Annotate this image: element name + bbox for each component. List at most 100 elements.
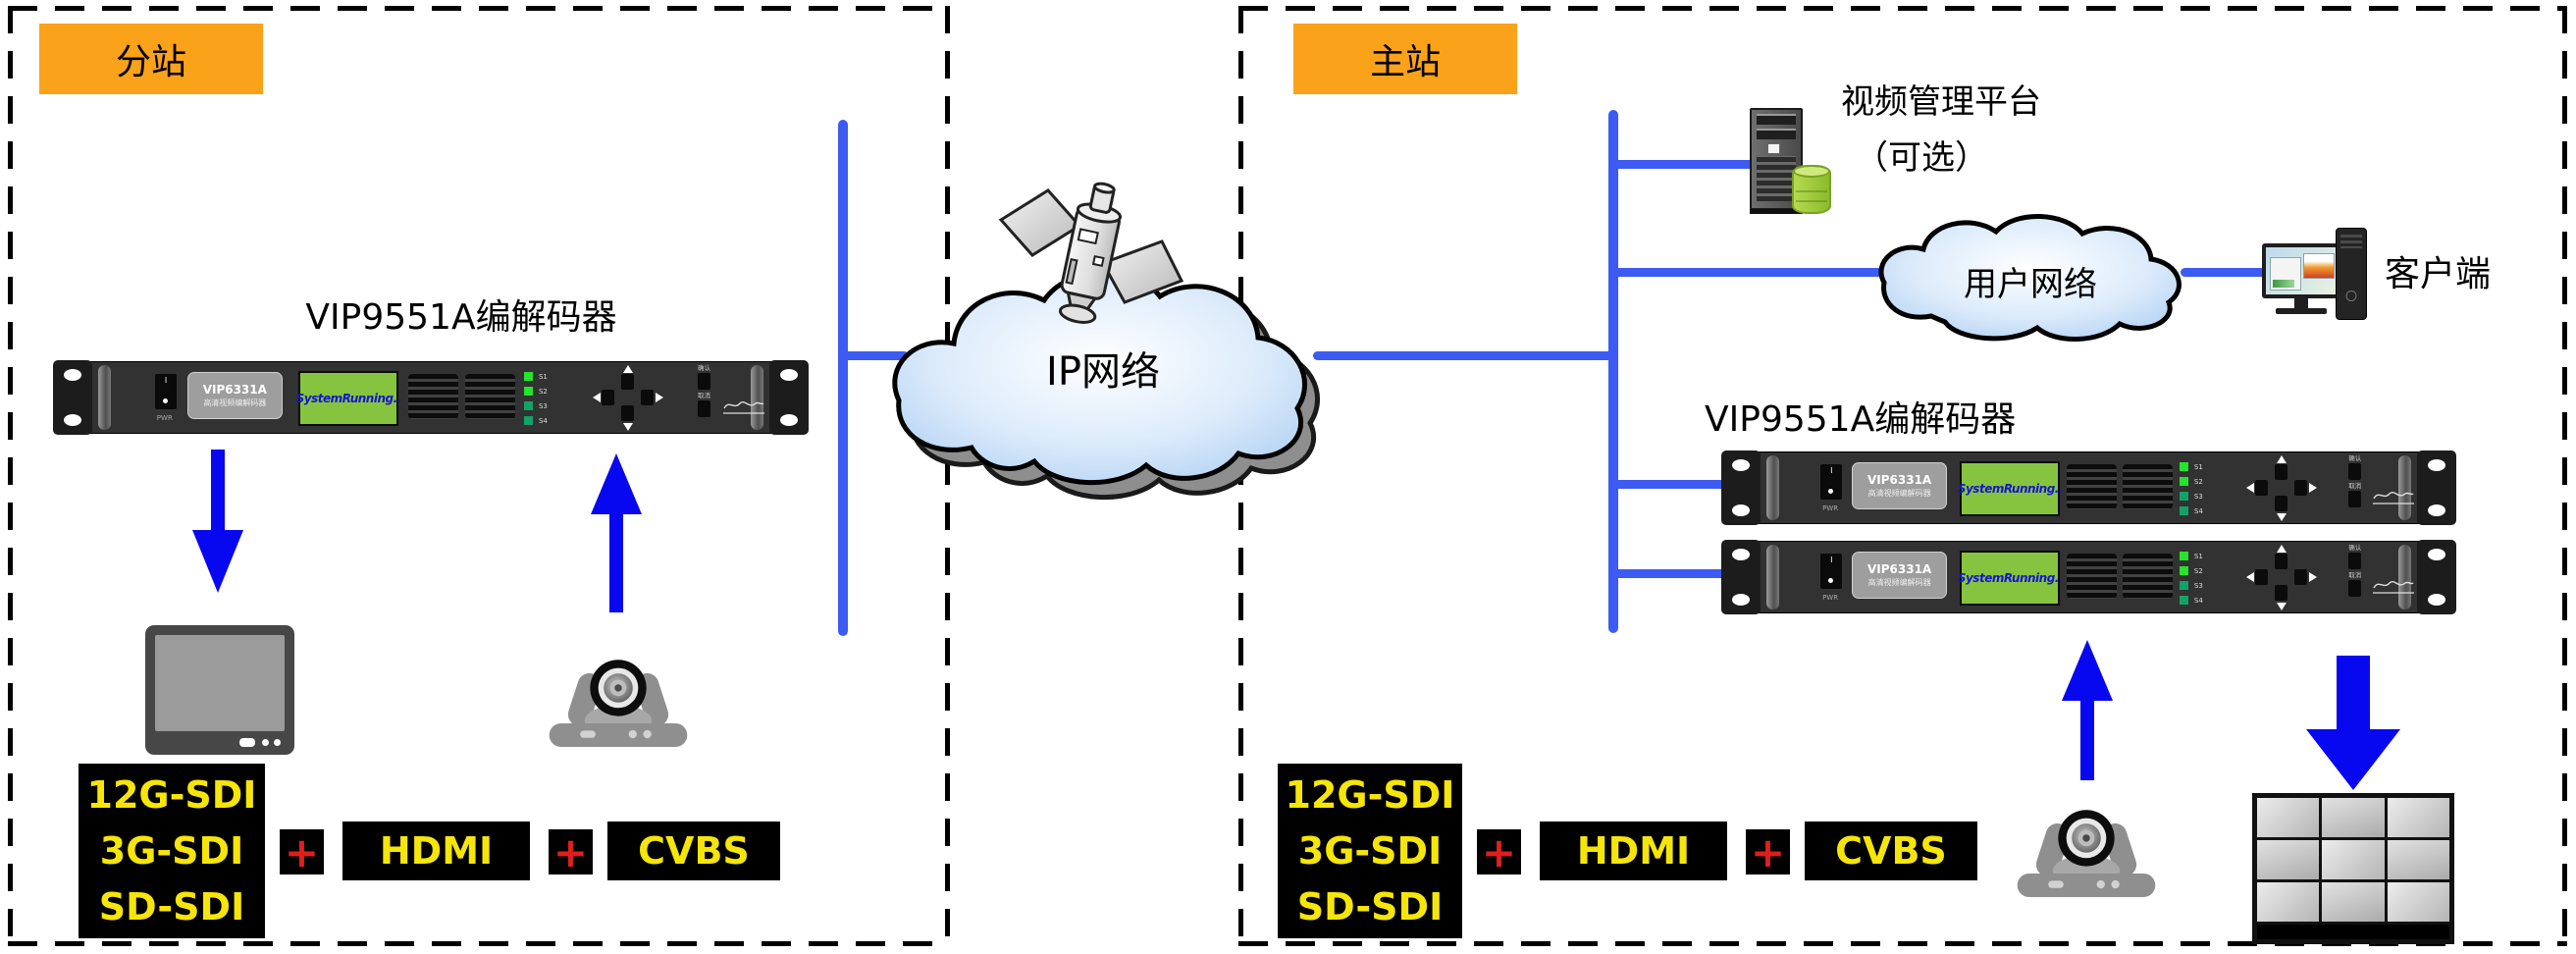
ip-network-label: IP网络 xyxy=(1046,349,1160,395)
led-s2: S2 xyxy=(2179,563,2203,578)
model-name: VIP6331A xyxy=(1866,473,1932,487)
encode-arrow-shaft-right xyxy=(2080,697,2094,780)
up-arrow-icon xyxy=(2276,545,2287,553)
vent-grille-icon xyxy=(408,374,459,419)
branch-cloud-to-right-bus xyxy=(1313,351,1617,360)
led-s3-label: S3 xyxy=(2193,581,2203,590)
branch-to-rack-1 xyxy=(1608,480,1729,489)
device-title-left: VIP9551A编解码器 xyxy=(305,297,617,338)
nav-keypad xyxy=(2245,544,2317,610)
model-name: VIP6331A xyxy=(202,383,267,397)
encode-arrow-shaft xyxy=(609,510,623,612)
brand-logo-icon xyxy=(722,401,764,414)
database-icon xyxy=(1792,165,1831,214)
plus-icon: + xyxy=(1477,828,1521,876)
led-s1-label: S1 xyxy=(2193,552,2203,560)
nav-key-right xyxy=(640,390,654,405)
confirm-button xyxy=(697,373,710,390)
nav-key-left xyxy=(2254,569,2268,585)
vent-grille-icon xyxy=(2122,554,2173,599)
format-hdmi-right: HDMI xyxy=(1540,822,1727,880)
nav-key-left xyxy=(2254,480,2268,496)
led-s1: S1 xyxy=(523,369,548,384)
lcd-text: SystemRunning.. xyxy=(1957,571,2064,585)
led-s4: S4 xyxy=(523,413,548,428)
main-station-tag-label: 主站 xyxy=(1369,42,1441,82)
user-network-cloud: 用户网络 xyxy=(1872,206,2188,345)
sdi-formats-right: 12G-SDI 3G-SDI SD-SDI xyxy=(1278,764,1462,938)
vent-grille-icon xyxy=(2122,464,2173,509)
right-arrow-icon xyxy=(655,393,663,402)
nav-key-right xyxy=(2293,480,2307,496)
ptz-camera-icon-left xyxy=(546,633,691,753)
cloud-icon xyxy=(892,270,1321,500)
plus-icon: + xyxy=(1746,828,1790,876)
sdi-formats-left: 12G-SDI 3G-SDI SD-SDI xyxy=(79,764,265,938)
led-s1: S1 xyxy=(2179,459,2203,474)
rack-ear-right xyxy=(2417,540,2456,614)
status-leds: S1 S2 S3 S4 xyxy=(523,369,548,428)
model-subtitle: 高清视频编解码器 xyxy=(1867,489,1931,498)
bus-line-right xyxy=(1608,110,1618,633)
format-sd-sdi: SD-SDI xyxy=(1296,884,1444,928)
nav-key-left xyxy=(601,390,614,405)
power-switch: I xyxy=(1819,463,1844,501)
up-arrow-icon xyxy=(622,365,633,373)
model-subtitle: 高清视频编解码器 xyxy=(203,398,267,407)
format-hdmi-left: HDMI xyxy=(342,822,530,880)
codec-rack-right-2: I PWR VIP6331A 高清视频编解码器 SystemRunning.. … xyxy=(1721,540,2456,614)
led-s3-label: S3 xyxy=(2193,492,2203,501)
lcd-text: SystemRunning.. xyxy=(1957,482,2064,496)
plus-icon: + xyxy=(280,828,324,876)
left-arrow-icon xyxy=(2245,572,2254,582)
branch-to-rack-2 xyxy=(1608,569,1729,578)
led-s1: S1 xyxy=(2179,549,2203,563)
client-pc-tower-icon xyxy=(2336,228,2367,320)
confirm-button-label: 确认 xyxy=(697,364,710,372)
down-arrow-icon xyxy=(2276,513,2287,521)
format-3g-sdi: 3G-SDI xyxy=(1297,828,1443,873)
led-s4-label: S4 xyxy=(2193,596,2203,605)
function-buttons: 确认 取消 xyxy=(2338,454,2373,521)
ptz-camera-icon-right xyxy=(2014,783,2159,903)
main-station-tag: 主站 xyxy=(1293,24,1517,94)
encode-arrow-head-right xyxy=(2062,640,2113,701)
vent-grille-icon xyxy=(2067,464,2118,509)
power-label: PWR xyxy=(1822,594,1839,602)
function-buttons: 确认 取消 xyxy=(686,364,721,431)
left-arrow-icon xyxy=(592,393,601,402)
brand-logo-icon xyxy=(2373,492,2415,504)
nav-key-up xyxy=(2274,464,2287,480)
rack-ear-right xyxy=(769,360,809,435)
client-label: 客户端 xyxy=(2385,254,2492,294)
led-s2-label: S2 xyxy=(2193,566,2203,575)
cancel-button xyxy=(697,400,710,417)
format-sd-sdi: SD-SDI xyxy=(98,884,245,928)
status-leds: S1 S2 S3 S4 xyxy=(2179,459,2203,518)
user-network-label: 用户网络 xyxy=(1964,265,2097,304)
power-switch: I xyxy=(1819,553,1844,590)
client-pc-monitor-icon xyxy=(2262,243,2340,314)
led-s3: S3 xyxy=(2179,578,2203,593)
led-s4-label: S4 xyxy=(538,416,548,425)
confirm-button xyxy=(2348,463,2362,480)
video-wall-icon xyxy=(2252,793,2454,944)
left-arrow-icon xyxy=(2245,483,2254,493)
vent-grille-icon xyxy=(465,374,516,419)
nav-keypad xyxy=(2245,454,2317,521)
plus-icon: + xyxy=(549,828,593,876)
branch-station-tag: 分站 xyxy=(39,24,263,94)
vent-grille-icon xyxy=(2067,554,2118,599)
display-monitor-icon xyxy=(145,625,294,755)
rack-ear-left xyxy=(1721,540,1761,614)
lcd-display: SystemRunning.. xyxy=(1957,461,2064,516)
down-arrow-icon xyxy=(2276,603,2287,610)
led-s4-label: S4 xyxy=(2193,506,2203,515)
led-s3: S3 xyxy=(2179,489,2203,504)
rack-handle-left xyxy=(1766,455,1779,520)
rack-handle-left xyxy=(1766,545,1779,610)
format-3g-sdi: 3G-SDI xyxy=(99,828,244,873)
device-title-right: VIP9551A编解码器 xyxy=(1705,399,2017,440)
line-cloud-to-client xyxy=(2181,268,2279,277)
cancel-button xyxy=(2348,491,2362,507)
